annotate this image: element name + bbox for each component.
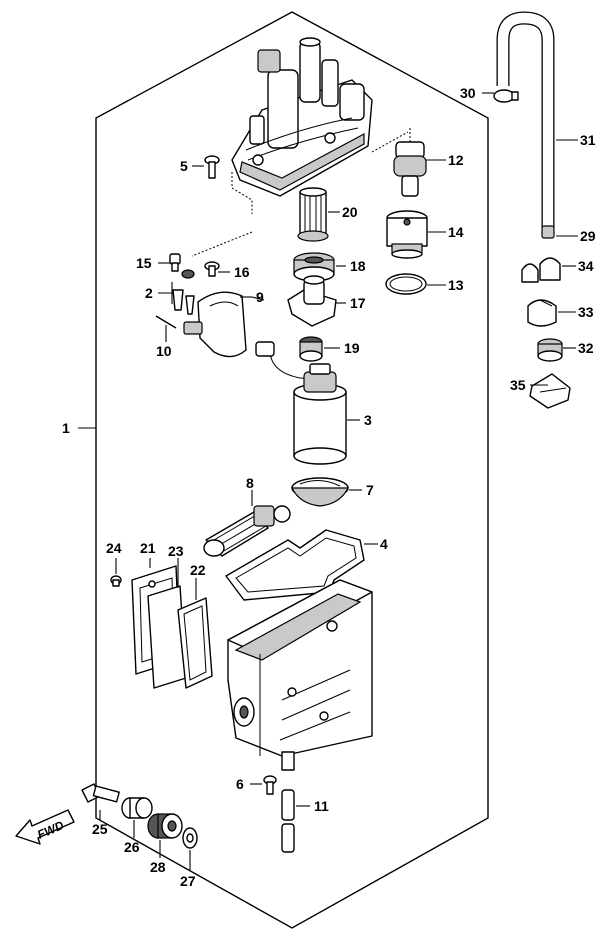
bolt-25 bbox=[81, 783, 120, 803]
clip-2 bbox=[172, 269, 195, 315]
bracket-7 bbox=[291, 477, 349, 507]
clip-34 bbox=[521, 257, 561, 283]
callout-6: 6 bbox=[236, 776, 244, 792]
pressure-regulator-12 bbox=[393, 141, 427, 197]
callout-26: 26 bbox=[124, 839, 140, 855]
callout-23: 23 bbox=[168, 543, 184, 559]
callout-7: 7 bbox=[366, 482, 374, 498]
callout-20: 20 bbox=[342, 204, 358, 220]
callout-19: 19 bbox=[344, 340, 360, 356]
callout-22: 22 bbox=[190, 562, 206, 578]
callout-27: 27 bbox=[180, 873, 196, 889]
grommet-28 bbox=[147, 813, 183, 839]
separator-body bbox=[227, 579, 373, 771]
grommet-32 bbox=[537, 338, 563, 362]
callout-1: 1 bbox=[62, 420, 70, 436]
callout-13: 13 bbox=[448, 277, 464, 293]
callout-15: 15 bbox=[136, 255, 152, 271]
callout-4: 4 bbox=[380, 536, 388, 552]
bracket-17 bbox=[287, 275, 337, 327]
strainer-8 bbox=[203, 490, 291, 557]
screw-24 bbox=[110, 575, 122, 587]
callout-10: 10 bbox=[156, 343, 172, 359]
grommet-19 bbox=[299, 336, 323, 362]
callout-18: 18 bbox=[350, 258, 366, 274]
callout-31: 31 bbox=[580, 132, 596, 148]
callout-21: 21 bbox=[140, 540, 156, 556]
clip-35 bbox=[529, 373, 571, 409]
callout-33: 33 bbox=[578, 304, 594, 320]
clamp-30 bbox=[493, 89, 519, 103]
hose-31 bbox=[496, 11, 555, 239]
callout-34: 34 bbox=[578, 258, 594, 274]
callout-5: 5 bbox=[180, 158, 188, 174]
gasket-22 bbox=[177, 597, 213, 689]
callout-28: 28 bbox=[150, 859, 166, 875]
tube-11 bbox=[281, 789, 295, 853]
collar-26 bbox=[121, 797, 153, 819]
screw-16 bbox=[204, 261, 220, 277]
screw-6 bbox=[263, 775, 277, 795]
callout-29: 29 bbox=[580, 228, 596, 244]
gasket-4 bbox=[225, 529, 365, 601]
fwd-label: FWD bbox=[35, 818, 66, 842]
seal-18 bbox=[293, 252, 335, 282]
filter-20 bbox=[297, 187, 329, 242]
fuel-pump-3 bbox=[255, 341, 347, 465]
callout-25: 25 bbox=[92, 821, 108, 837]
clip-33 bbox=[527, 299, 557, 327]
callout-9: 9 bbox=[256, 289, 264, 305]
callout-2: 2 bbox=[145, 285, 153, 301]
cap-14 bbox=[386, 210, 428, 259]
callout-14: 14 bbox=[448, 224, 464, 240]
callout-11: 11 bbox=[314, 798, 329, 814]
callout-17: 17 bbox=[350, 295, 366, 311]
callout-32: 32 bbox=[578, 340, 594, 356]
separator-cover bbox=[231, 37, 373, 197]
callout-30: 30 bbox=[460, 85, 476, 101]
screw-5 bbox=[204, 155, 220, 179]
bolt-15 bbox=[169, 253, 181, 272]
callout-35: 35 bbox=[510, 377, 526, 393]
callout-24: 24 bbox=[106, 540, 122, 556]
callout-16: 16 bbox=[234, 264, 250, 280]
cover-9 bbox=[183, 291, 247, 358]
fwd-arrow bbox=[15, 809, 75, 845]
washer-27 bbox=[182, 827, 198, 849]
callout-3: 3 bbox=[364, 412, 372, 428]
callout-12: 12 bbox=[448, 152, 464, 168]
assembly-frame bbox=[95, 11, 489, 929]
callout-8: 8 bbox=[246, 475, 254, 491]
